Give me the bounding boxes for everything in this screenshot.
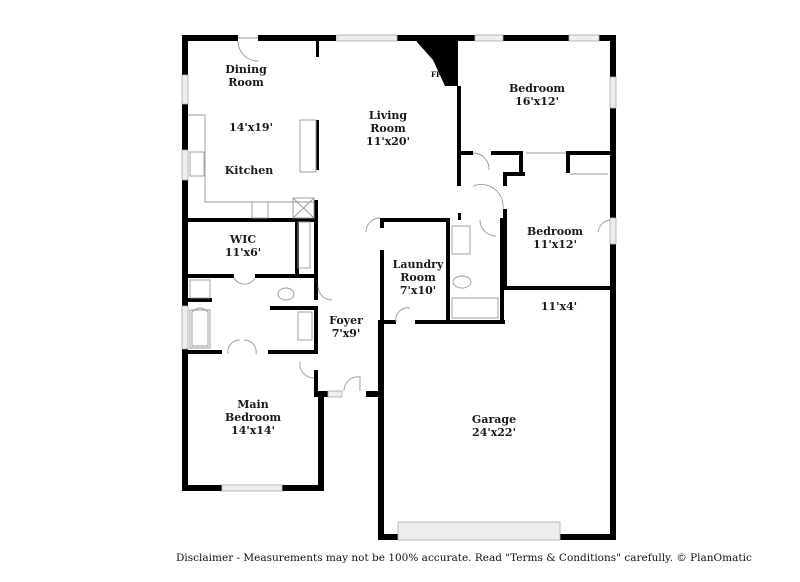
wic-name: WIC (229, 233, 257, 246)
living-name-1: Living (368, 109, 408, 122)
room-label-dining: Dining Room (225, 63, 267, 89)
room-label-kitchen: Kitchen (224, 164, 274, 177)
room-label-living: Living Room 11'x20' (366, 109, 410, 148)
garage-dims: 24'x22' (472, 426, 516, 439)
room-label-main-bedroom: Main Bedroom 14'x14' (225, 398, 281, 437)
garage-name: Garage (471, 413, 517, 426)
laundry-dims: 7'x10' (399, 284, 437, 297)
bedroom1-dims: 16'x12' (515, 95, 559, 108)
disclaimer-text: Disclaimer - Measurements may not be 100… (176, 552, 752, 564)
fireplace-label: FP (431, 70, 442, 79)
laundry-name-1: Laundry (392, 258, 444, 271)
main-bedroom-name-2: Bedroom (224, 411, 282, 424)
bedroom2-dims: 11'x12' (533, 238, 577, 251)
room-label-garage: Garage 24'x22' (472, 413, 516, 439)
room-label-wic: WIC 11'x6' (225, 233, 261, 259)
main-bedroom-name-1: Main (237, 398, 269, 411)
dining-name-2: Room (228, 76, 264, 89)
room-label-bedroom-1: Bedroom 16'x12' (509, 82, 565, 108)
dining-name-1: Dining (225, 63, 267, 76)
bedroom1-name: Bedroom (508, 82, 566, 95)
walls (182, 35, 616, 540)
wic-dims: 11'x6' (224, 246, 262, 259)
laundry-name-2: Room (400, 271, 436, 284)
foyer-dims: 7'x9' (331, 327, 361, 340)
room-label-foyer: Foyer 7'x9' (329, 314, 363, 340)
room-label-laundry: Laundry Room 7'x10' (393, 258, 444, 297)
main-bedroom-dims: 14'x14' (231, 424, 275, 437)
windows (181, 34, 617, 541)
room-label-storage: 11'x4' (540, 300, 578, 313)
foyer-name: Foyer (329, 314, 363, 327)
living-name-2: Room (370, 122, 406, 135)
bedroom2-name: Bedroom (526, 225, 584, 238)
room-label-bedroom-2: Bedroom 11'x12' (527, 225, 583, 251)
fixtures (188, 37, 611, 392)
kitchen-dining-dims: 14'x19' (229, 121, 273, 134)
living-dims: 11'x20' (366, 135, 410, 148)
